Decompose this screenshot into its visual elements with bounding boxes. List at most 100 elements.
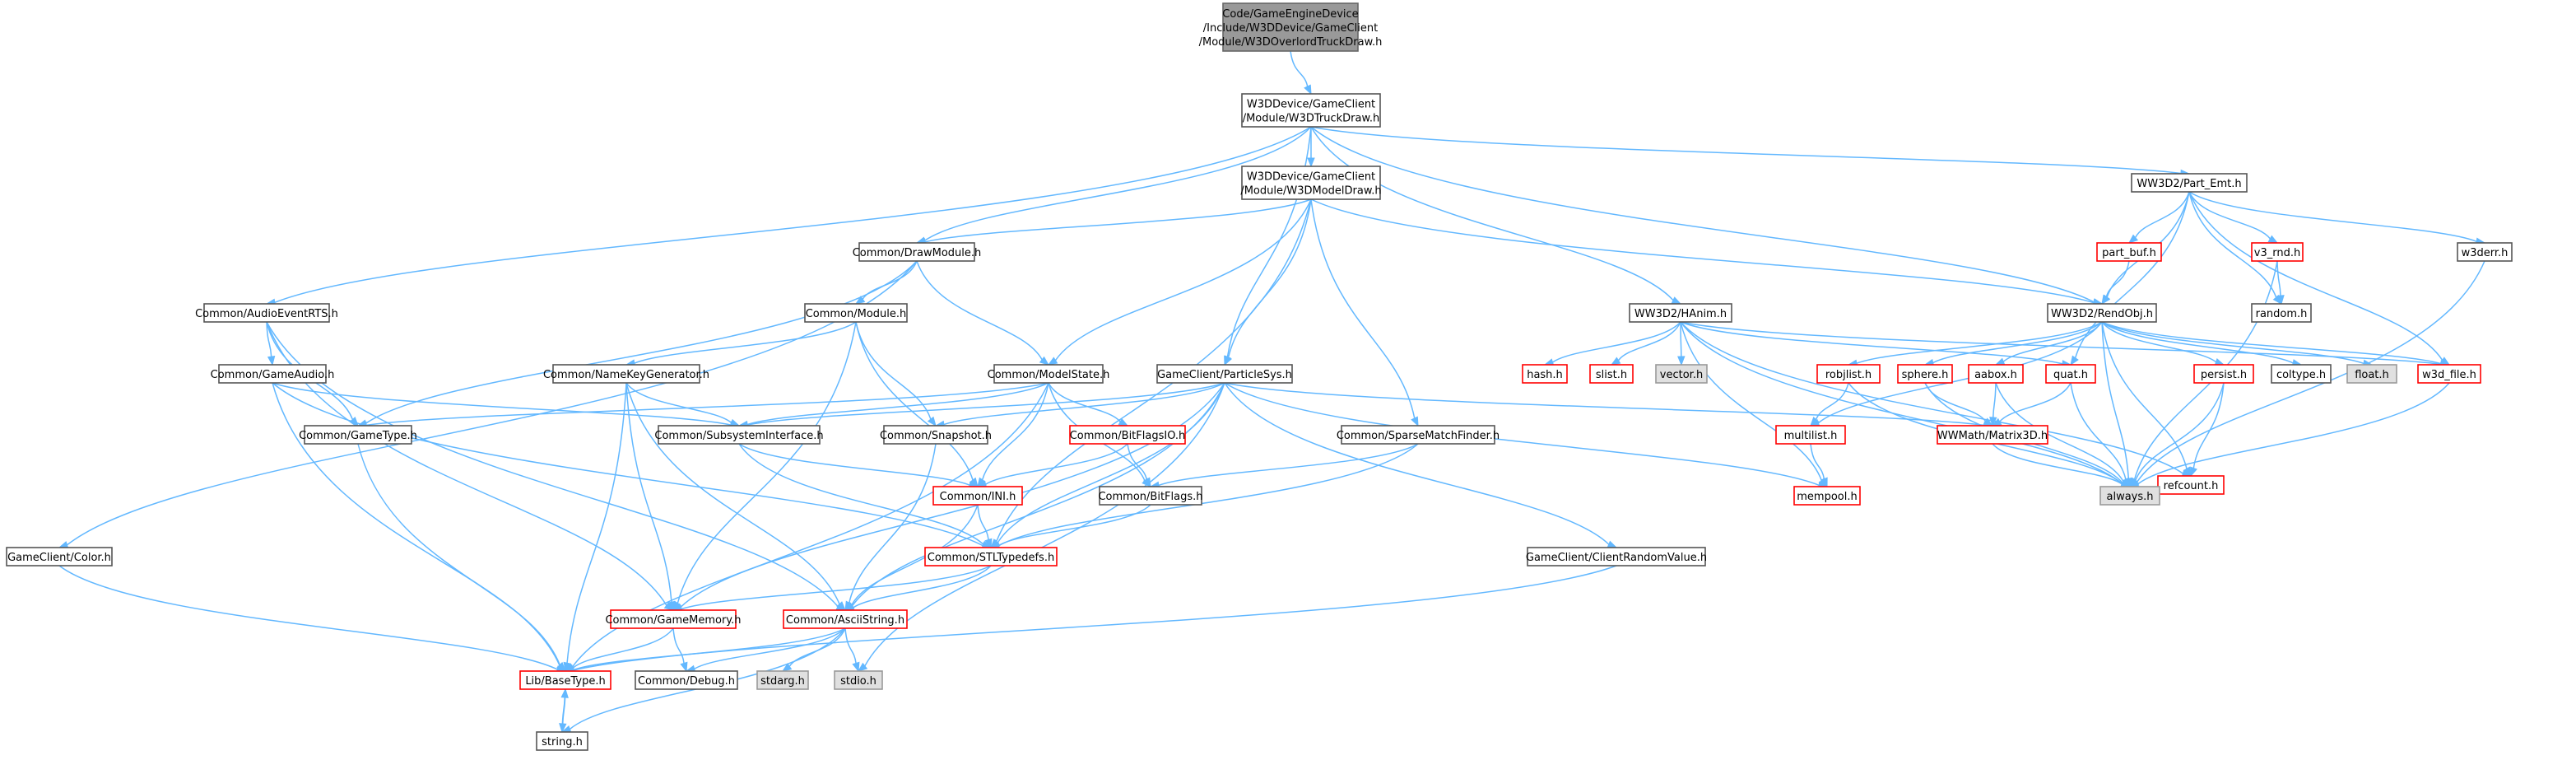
edge-line	[1226, 126, 1312, 357]
edge-line	[1680, 321, 2183, 474]
node-gametype[interactable]: Common/GameType.h	[299, 425, 417, 445]
arrowhead-icon	[854, 296, 866, 305]
node-basetype[interactable]: Lib/BaseType.h	[519, 670, 611, 690]
node-label: WWMath/Matrix3D.h	[1937, 430, 2048, 442]
node-box	[2099, 486, 2160, 506]
node-ini[interactable]: Common/INI.h	[932, 486, 1023, 506]
node-stltypedefs[interactable]: Common/STLTypedefs.h	[924, 547, 1058, 567]
node-hash[interactable]: hash.h	[1522, 364, 1568, 384]
edge-truckdraw-to-hanim	[1310, 126, 1682, 305]
edge-line	[2135, 382, 2225, 481]
edge-line	[2134, 191, 2190, 238]
node-bitflagsio[interactable]: Common/BitFlagsIO.h	[1069, 425, 1186, 445]
node-sparsematch[interactable]: Common/SparseMatchFinder.h	[1337, 425, 1500, 445]
node-truckdraw[interactable]: W3DDevice/GameClient/Module/W3DTruckDraw…	[1241, 93, 1381, 128]
edge-line	[1992, 382, 1997, 418]
edge-line	[2101, 321, 2442, 365]
node-wwmatrix[interactable]: WWMath/Matrix3D.h	[1937, 425, 2048, 445]
node-sphere[interactable]: sphere.h	[1897, 364, 1953, 384]
node-string[interactable]: string.h	[536, 731, 588, 751]
arrowhead-icon	[2276, 295, 2285, 305]
node-aabox[interactable]: aabox.h	[1968, 364, 2024, 384]
edge-ini-to-stltypedefs	[977, 504, 993, 549]
node-hanim[interactable]: WW3D2/HAnim.h	[1629, 303, 1732, 323]
node-modeldraw[interactable]: W3DDevice/GameClient/Module/W3DModelDraw…	[1240, 166, 1382, 200]
edge-line	[1224, 382, 1610, 545]
arrowhead-icon	[852, 661, 860, 673]
arrowhead-icon	[2267, 235, 2279, 244]
node-box	[1655, 364, 1708, 384]
edge-modeldraw-to-sparsematch	[1310, 198, 1419, 427]
edge-line	[672, 627, 685, 664]
edge-line	[625, 382, 672, 603]
node-gameaudio[interactable]: Common/GameAudio.h	[211, 364, 335, 384]
node-box	[2096, 242, 2162, 262]
edge-asciistring-to-debug	[685, 627, 846, 673]
node-clientrandom[interactable]: GameClient/ClientRandomValue.h	[1526, 547, 1707, 567]
node-rendobj[interactable]: WW3D2/RendObj.h	[2047, 303, 2157, 323]
edge-line	[1680, 321, 1823, 481]
edge-persist-to-refcount	[2190, 382, 2225, 478]
node-label: persist.h	[2201, 369, 2247, 381]
node-label: GameClient/ParticleSys.h	[1157, 369, 1292, 381]
edge-line	[981, 382, 1049, 480]
node-partemt[interactable]: WW3D2/Part_Emt.h	[2131, 173, 2248, 193]
edge-rendobj-to-coltype	[2101, 321, 2303, 367]
edge-drawmodule-to-modelstate	[916, 260, 1050, 366]
node-modelstate[interactable]: Common/ModelState.h	[988, 364, 1110, 384]
node-coltype[interactable]: coltype.h	[2271, 364, 2332, 384]
node-w3dfile[interactable]: w3d_file.h	[2417, 364, 2481, 384]
edge-line	[855, 321, 974, 481]
node-asciistring[interactable]: Common/AsciiString.h	[783, 609, 908, 629]
node-label: always.h	[2106, 491, 2153, 503]
node-label: vector.h	[1660, 369, 1703, 381]
arrowhead-icon	[2101, 294, 2110, 305]
node-snapshot[interactable]: Common/Snapshot.h	[880, 425, 992, 445]
node-label: W3DDevice/GameClient	[1247, 99, 1375, 111]
edge-line	[738, 443, 970, 486]
node-box	[1775, 425, 1846, 445]
node-label: Common/BitFlags.h	[1098, 491, 1202, 503]
edge-line	[1310, 126, 2182, 175]
edge-line	[266, 321, 272, 357]
node-mempool[interactable]: mempool.h	[1793, 486, 1861, 506]
node-subsystem[interactable]: Common/SubsystemInterface.h	[654, 425, 824, 445]
node-quat[interactable]: quat.h	[2045, 364, 2096, 384]
node-label: sphere.h	[1902, 369, 1949, 381]
node-particlesys[interactable]: GameClient/ParticleSys.h	[1156, 364, 1293, 384]
node-color[interactable]: GameClient/Color.h	[6, 547, 113, 567]
node-debug[interactable]: Common/Debug.h	[635, 670, 738, 690]
node-persist[interactable]: persist.h	[2193, 364, 2254, 384]
node-label: Common/Module.h	[806, 308, 907, 320]
node-refcount[interactable]: refcount.h	[2157, 475, 2225, 495]
node-label: stdio.h	[840, 675, 876, 688]
edge-rendobj-to-refcount	[2101, 321, 2192, 478]
edge-drawmodule-to-color	[58, 260, 918, 549]
node-drawmodule[interactable]: Common/DrawModule.h	[853, 242, 982, 262]
node-namekey[interactable]: Common/NameKeyGenerator.h	[543, 364, 709, 384]
node-robjlist[interactable]: robjlist.h	[1816, 364, 1881, 384]
node-slist[interactable]: slist.h	[1589, 364, 1634, 384]
edge-line	[998, 443, 1419, 547]
node-label: part_buf.h	[2102, 247, 2156, 259]
node-multilist[interactable]: multilist.h	[1775, 425, 1846, 445]
edge-line	[1158, 443, 1419, 487]
node-w3derr[interactable]: w3derr.h	[2457, 242, 2513, 262]
node-audioevent[interactable]: Common/AudioEventRTS.h	[195, 303, 338, 323]
node-partbuf[interactable]: part_buf.h	[2096, 242, 2162, 262]
node-label: GameClient/ClientRandomValue.h	[1526, 552, 1707, 564]
node-random[interactable]: random.h	[2251, 303, 2312, 323]
node-float: float.h	[2346, 364, 2397, 384]
edge-line	[1680, 321, 2442, 366]
arrowhead-icon	[984, 538, 993, 549]
edge-string-to-basetype	[560, 688, 569, 733]
node-v3rnd[interactable]: v3_rnd.h	[2251, 242, 2304, 262]
edge-line	[1310, 126, 1674, 301]
edge-line	[1310, 198, 1416, 419]
edge-color-to-basetype	[58, 565, 567, 674]
node-module[interactable]: Common/Module.h	[804, 303, 908, 323]
edge-particlesys-to-snapshot	[934, 382, 1225, 429]
node-bitflags[interactable]: Common/BitFlags.h	[1098, 486, 1203, 506]
edge-line	[924, 126, 1312, 241]
node-gamememory[interactable]: Common/GameMemory.h	[605, 609, 742, 629]
